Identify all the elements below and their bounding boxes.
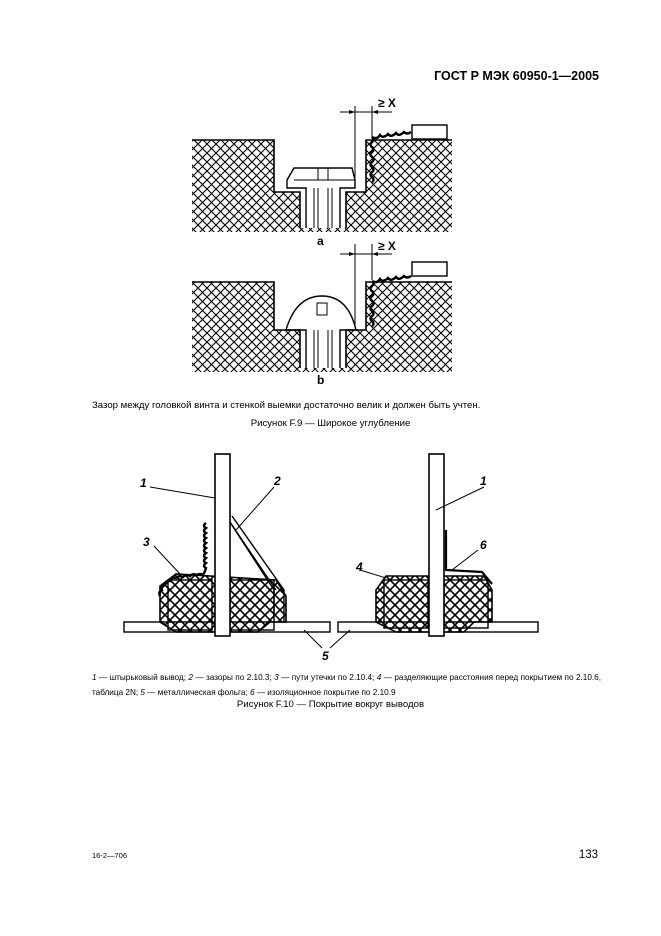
callout-1-left: 1	[140, 476, 147, 490]
legend-text-5: — металлическая фольга;	[144, 688, 250, 697]
label-b: b	[317, 373, 324, 387]
legend-num-2: 2	[188, 673, 193, 682]
figure-f9-caption: Рисунок F.9 — Широкое углубление	[250, 418, 411, 429]
figure-f9-b: ≥ X b	[192, 239, 452, 387]
callout-3: 3	[143, 535, 150, 549]
legend-text-4: — разделяющие расстояния перед покрытием…	[92, 673, 601, 697]
legend-num-6: 6	[249, 688, 255, 697]
figure-f10-caption: Рисунок F.10 — Покрытие вокруг выводов	[236, 699, 425, 710]
callout-5: 5	[322, 649, 329, 663]
label-a: a	[317, 234, 324, 248]
screw-a	[286, 167, 356, 228]
recess-outline-a	[192, 139, 452, 228]
legend-num-3: 3	[274, 673, 279, 682]
figure-f10: 1 2 3 1 6 4 5	[123, 453, 539, 663]
legend-num-4: 4	[376, 673, 382, 682]
coating-right	[444, 530, 493, 585]
dimension-label-a: ≥ X	[378, 96, 396, 110]
coating-a	[369, 130, 412, 183]
standard-header: ГОСТ Р МЭК 60950-1—2005	[434, 69, 599, 83]
footer-code: 16-2—706	[92, 851, 128, 860]
legend-text-2: — зазоры по 2.10.3;	[192, 673, 275, 682]
pin-left	[214, 453, 231, 637]
figure-f10-legend: 1 — штырьковый вывод; 2 — зазоры по 2.10…	[92, 670, 601, 700]
callout-4: 4	[355, 560, 363, 574]
pin-right	[428, 453, 445, 637]
dimension-label-b: ≥ X	[378, 239, 396, 253]
figure-f9-note: Зазор между головкой винта и стенкой вые…	[92, 400, 481, 411]
callout-6: 6	[480, 538, 487, 552]
screw-b	[285, 295, 357, 368]
hatched-insulation-a	[192, 140, 452, 232]
coating-left	[158, 522, 209, 597]
figure-f9-a: ≥ X a	[192, 96, 452, 248]
legend-num-5: 5	[140, 688, 145, 697]
page-number: 133	[578, 849, 598, 861]
callout-2: 2	[273, 474, 281, 488]
component-a	[411, 124, 448, 140]
hatched-insulation-b	[192, 282, 452, 372]
legend-text-3: — пути утечки по 2.10.4;	[278, 673, 377, 682]
component-b	[411, 261, 448, 277]
legend-text-1: — штырьковый вывод;	[96, 673, 189, 682]
recess-outline-b	[192, 281, 452, 368]
legend-num-1: 1	[92, 673, 97, 682]
legend-text-6: — изоляционное покрытие по 2.10.9	[254, 688, 396, 697]
coating-b	[369, 274, 412, 327]
callout-1-right: 1	[480, 474, 487, 488]
